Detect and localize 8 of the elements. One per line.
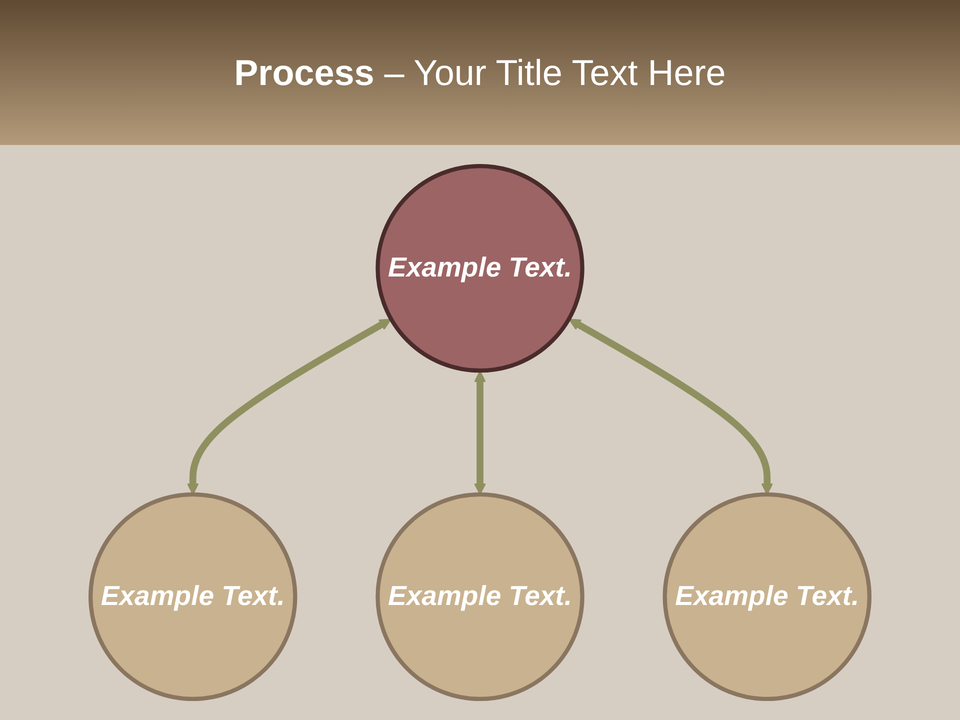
arrow bbox=[568, 318, 774, 495]
node-circle: Example Text. bbox=[376, 492, 584, 702]
node-circle: Example Text. bbox=[376, 164, 584, 373]
node-circle: Example Text. bbox=[662, 492, 872, 702]
arrow bbox=[186, 318, 392, 495]
node-circle: Example Text. bbox=[88, 492, 298, 702]
arrow bbox=[474, 370, 486, 495]
slide-title: Process – Your Title Text Here bbox=[234, 52, 726, 94]
